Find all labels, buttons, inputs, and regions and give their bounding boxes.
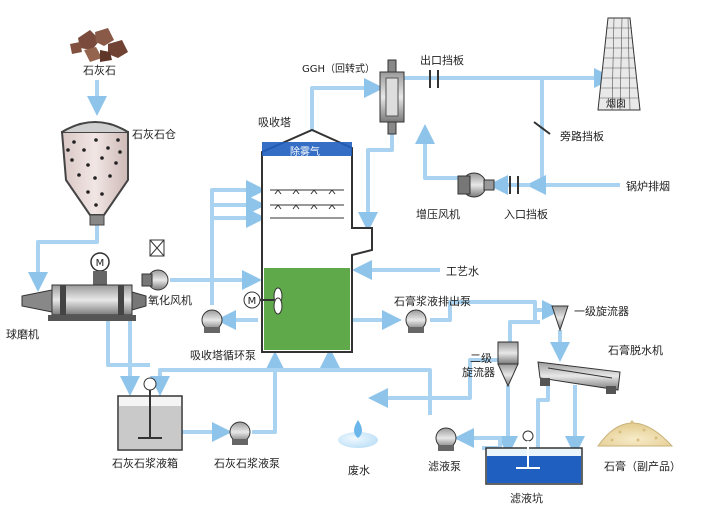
primary-cyclone [551,305,569,332]
agitator: M [243,287,283,315]
flow-silo-to-mill [28,225,99,292]
label-ggh: GGH（回转式） [302,64,376,75]
gypsum-discharge-pump [405,309,427,333]
label-process-water: 工艺水 [446,265,479,278]
oxidation-fan [141,239,169,291]
svg-text:M: M [96,258,105,269]
flow-pump-to-absorber [252,351,285,434]
booster-fan [457,172,495,198]
label-slurry-tank: 石灰石浆液箱 [112,457,178,470]
label-booster-fan: 增压风机 [416,208,460,221]
silo-particles [66,138,122,207]
ball-mill: M [21,252,147,321]
flow-pit-to-pump [454,428,502,450]
label-slurry-pump: 石灰石浆液泵 [214,457,280,470]
label-inlet-damper: 入口挡板 [504,208,548,221]
label-bypass-damper: 旁路挡板 [560,130,604,143]
filtrate-pit [485,430,583,485]
svg-text:M: M [248,296,257,307]
flow-ggh-to-absorber [358,128,394,232]
label-filtrate-pump: 滤液泵 [428,460,461,473]
label-secondary-cyclone-1: 二级 [470,352,492,365]
bypass-damper [533,121,551,135]
flow-dewater-filtrate [536,385,550,450]
limestone-slurry-pump [229,421,251,445]
label-secondary-cyclone-2: 旋流器 [462,366,495,379]
absorber-tower: M [243,128,373,353]
label-gypsum-dewatering: 石膏脱水机 [608,344,663,357]
chimney [597,17,641,111]
outlet-damper [429,70,439,88]
spray-nozzles [270,189,344,219]
gypsum-pile [597,420,674,447]
wastewater-drop-icon [338,420,378,448]
label-limestone: 石灰石 [83,64,116,77]
limestone-silo [60,121,129,226]
flow-to-wastewater [368,358,500,408]
inlet-damper [509,176,519,194]
label-outlet-damper: 出口挡板 [420,54,464,67]
label-oxidation-fan: 氧化风机 [148,294,192,307]
limestone-slurry-tank [117,377,183,451]
flow-mill-return [106,320,150,367]
ggh-heat-exchanger [379,59,405,135]
limestone-rocks-icon [70,28,128,62]
flow-cyclone-overflow [508,320,540,342]
label-gypsum-discharge-pump: 石膏浆液排出泵 [394,295,471,308]
flow-lines [28,68,620,456]
flow-absorber-to-ggh [310,78,384,142]
label-primary-cyclone: 一级旋流器 [574,305,629,318]
label-gypsum-product: 石膏（副产品） [604,460,681,473]
gypsum-dewatering-machine [537,361,621,394]
flow-fan-to-ggh [415,124,460,180]
flow-filtrate-to-tank [150,368,432,415]
secondary-cyclone [497,341,519,388]
label-wastewater: 废水 [348,464,370,477]
filtrate-pump [435,427,457,451]
label-chimney: 烟囱 [606,99,626,110]
recirculation-pump [201,309,223,333]
label-absorber: 吸收塔 [258,116,291,129]
label-demister: 除雾气 [290,147,320,158]
label-filtrate-pit: 滤液坑 [510,492,543,505]
label-recirculation-pump: 吸收塔循环泵 [190,349,256,362]
label-boiler-flue-gas: 锅炉排烟 [626,180,670,193]
label-ball-mill: 球磨机 [6,328,39,341]
label-limestone-silo: 石灰石仓 [132,128,176,141]
flow-recirc-spray1 [210,180,266,305]
